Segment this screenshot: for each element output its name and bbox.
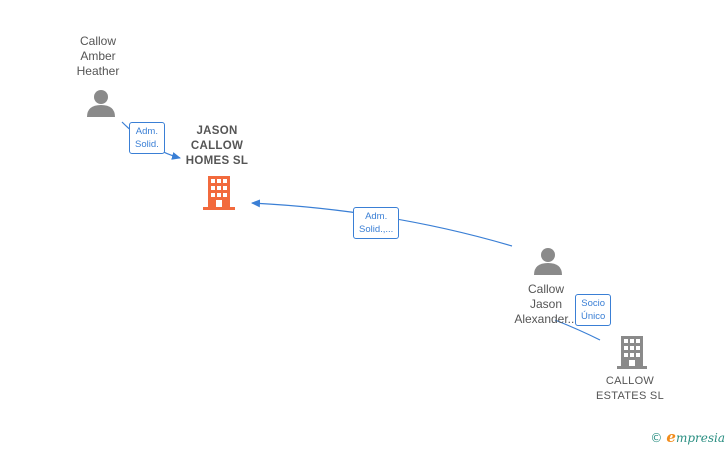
- edge-label-line2: Solid.: [135, 139, 159, 150]
- company-label-estates[interactable]: CALLOW ESTATES SL: [585, 374, 675, 404]
- brand-name: mpresia: [675, 431, 725, 445]
- edge-label-line1: Adm.: [365, 211, 388, 222]
- person-label-line3: Alexander...: [514, 312, 578, 326]
- edge-label-line2: Único: [581, 311, 606, 322]
- building-icon[interactable]: [617, 336, 647, 369]
- person-label-amber-line2: Amber: [80, 49, 116, 63]
- person-label-jason-alexander[interactable]: Callow Jason Alexander...: [506, 282, 586, 327]
- person-icon[interactable]: [86, 88, 116, 118]
- company-label-jason-homes[interactable]: JASON CALLOW HOMES SL: [172, 124, 262, 169]
- person-label-amber-line1: Callow: [79, 34, 116, 48]
- person-icon[interactable]: [533, 246, 563, 276]
- edge-label-line2: Solid.,...: [359, 224, 394, 235]
- edge-label-line1: Socio: [581, 298, 606, 309]
- edge-alexander-to-estates: [554, 319, 601, 341]
- brand-e-letter: e: [666, 428, 676, 446]
- person-label-line2: Jason: [529, 297, 563, 311]
- brand-logo: ©empresia: [650, 428, 725, 446]
- building-icon[interactable]: [203, 176, 235, 210]
- edge-label-alexander-to-estates[interactable]: Socio Único: [575, 294, 612, 326]
- edge-label-amber-to-homes[interactable]: Adm. Solid.: [129, 122, 165, 154]
- edge-label-line1: Adm.: [135, 126, 158, 137]
- company-label-line2: ESTATES SL: [595, 390, 664, 402]
- company-label-line3: HOMES SL: [185, 155, 249, 167]
- person-label-amber[interactable]: Callow Amber Heather: [60, 34, 136, 79]
- company-label-line2: CALLOW: [190, 140, 244, 152]
- copyright-symbol: ©: [650, 431, 663, 445]
- company-label-line1: JASON: [196, 125, 238, 137]
- edge-label-alexander-to-homes[interactable]: Adm. Solid.,...: [353, 207, 400, 239]
- company-label-line1: CALLOW: [605, 375, 655, 387]
- person-label-line1: Callow: [527, 282, 564, 296]
- person-label-amber-line3: Heather: [76, 64, 120, 78]
